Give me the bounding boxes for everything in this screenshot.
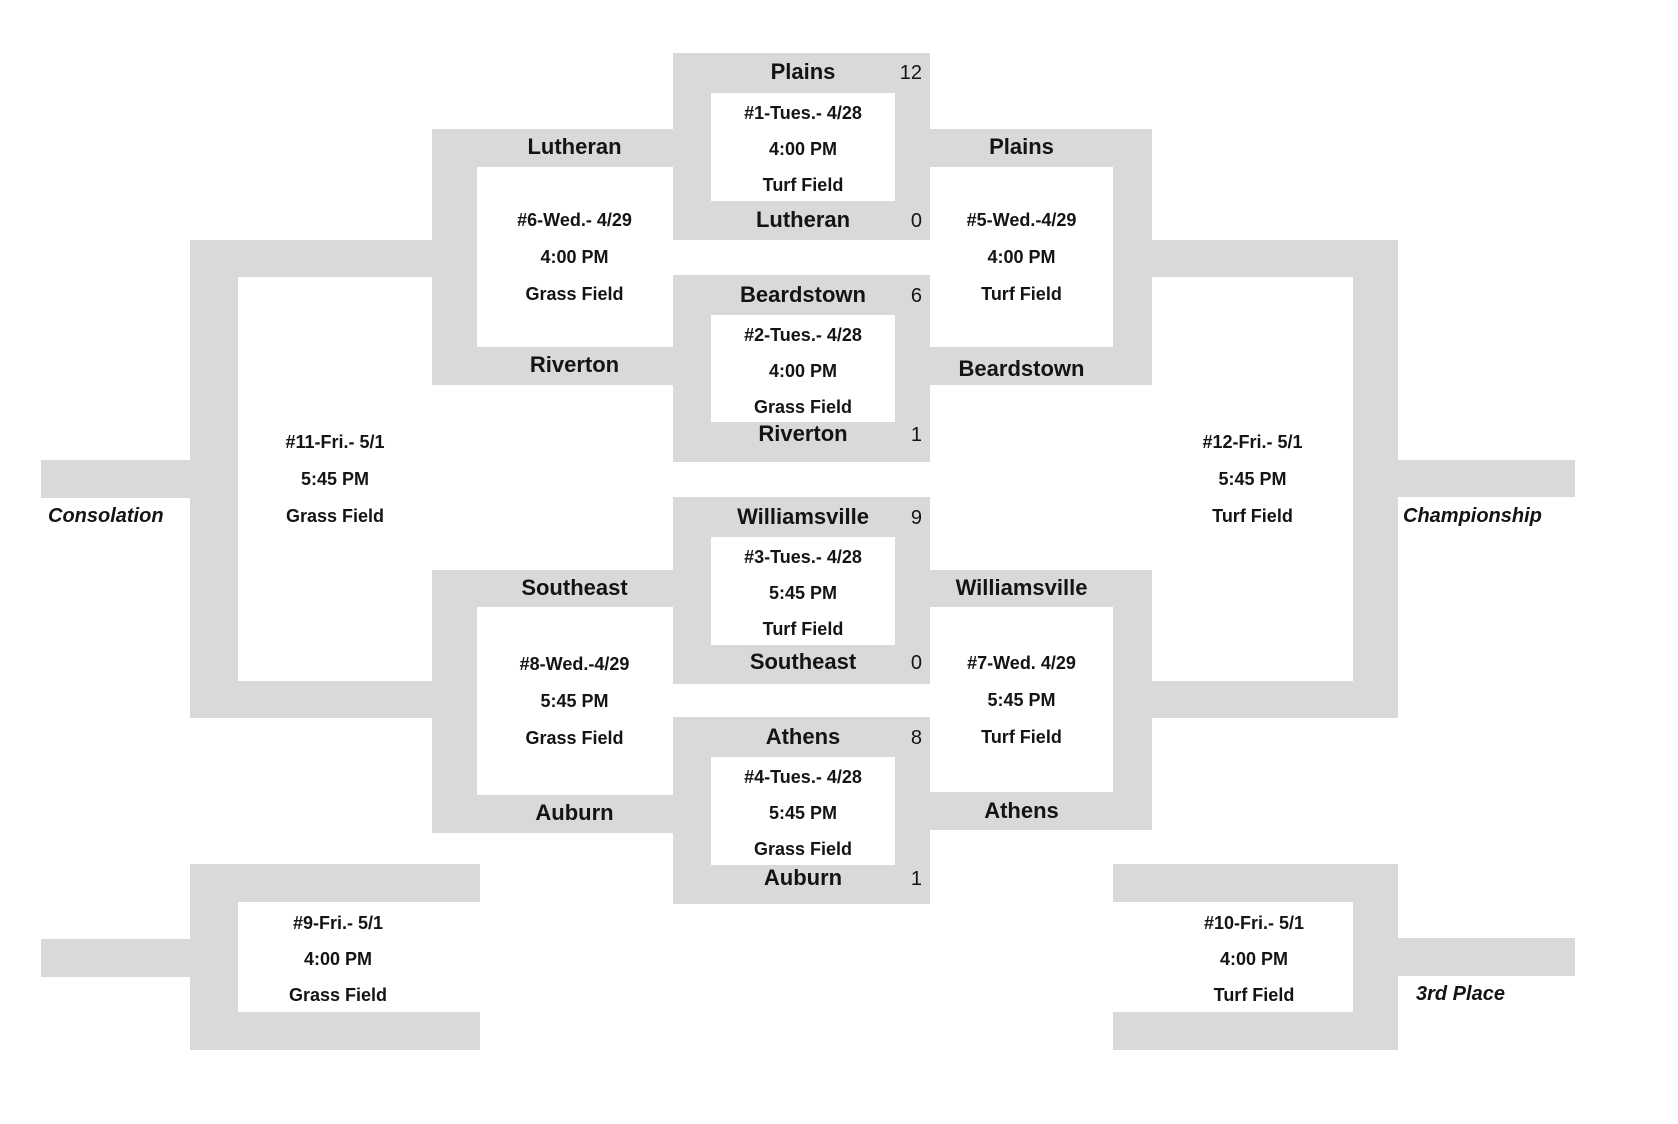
game8-schedule: #8-Wed.-4/29 <box>519 654 630 674</box>
game5-schedule: #5-Wed.-4/29 <box>966 210 1077 230</box>
game4-schedule: #4-Tues.- 4/28 <box>744 767 862 787</box>
game1-time: 4:00 PM <box>768 139 838 159</box>
game4-bottom-score: 1 <box>910 868 922 890</box>
game3-bottom-team: Southeast <box>749 649 857 674</box>
game6-schedule: #6-Wed.- 4/29 <box>517 210 632 230</box>
game3-info-box: #3-Tues.- 4/28 5:45 PM Turf Field <box>711 537 895 645</box>
game3-field: Turf Field <box>762 619 844 639</box>
championship-label: Championship <box>1403 505 1542 527</box>
game10-time: 4:00 PM <box>1219 949 1289 969</box>
game8-top-team: Southeast <box>521 575 628 600</box>
game7-field: Turf Field <box>981 726 1062 747</box>
game3-bottom-score: 0 <box>910 652 922 674</box>
game1-info-box: #1-Tues.- 4/28 4:00 PM Turf Field <box>711 93 895 201</box>
game2-schedule: #2-Tues.- 4/28 <box>744 324 862 345</box>
game6-time: 4:00 PM <box>540 247 609 267</box>
game7-bottom-team: Athens <box>984 798 1059 823</box>
game1-bottom-score: 0 <box>910 210 922 232</box>
championship-stub <box>1398 460 1575 497</box>
game5-bottom-connector <box>930 347 1152 385</box>
game2-top-team: Beardstown <box>740 282 866 307</box>
consolation-label: Consolation <box>48 505 164 527</box>
game5-info-box: #5-Wed.-4/29 4:00 PM Turf Field <box>930 167 1113 347</box>
game6-info-box: #6-Wed.- 4/29 4:00 PM Grass Field <box>477 167 672 347</box>
game4-info-box: #4-Tues.- 4/28 5:45 PM Grass Field <box>711 757 895 865</box>
game6-field: Grass Field <box>525 284 624 304</box>
game10-schedule: #10-Fri.- 5/1 <box>1203 913 1305 933</box>
game2-info-box: #2-Tues.- 4/28 4:00 PM Grass Field <box>711 315 895 422</box>
game6-bottom-connector <box>432 347 673 385</box>
game3-top-score: 9 <box>910 507 922 529</box>
game5-time: 4:00 PM <box>987 247 1056 267</box>
game12-top-connector <box>1113 240 1398 277</box>
game10-bottom-connector <box>1113 1012 1398 1050</box>
game1-schedule: #1-Tues.- 4/28 <box>744 103 862 123</box>
game12-schedule: #12-Fri.- 5/1 <box>1202 432 1303 452</box>
game4-field: Grass Field <box>753 839 853 859</box>
game8-top-connector <box>432 570 673 607</box>
game6-top-connector <box>432 129 673 167</box>
game5-field: Turf Field <box>981 284 1062 304</box>
game8-bottom-team: Auburn <box>535 800 614 825</box>
game2-bottom-team: Riverton <box>758 421 848 446</box>
game1-top-score: 12 <box>899 62 922 84</box>
game12-field: Turf Field <box>1212 506 1293 526</box>
game7-schedule: #7-Wed. 4/29 <box>967 652 1076 673</box>
game8-bottom-connector <box>432 795 673 833</box>
game7-info-box: #7-Wed. 4/29 5:45 PM Turf Field <box>930 607 1113 792</box>
game10-field: Turf Field <box>1213 985 1295 1005</box>
third-place-stub <box>1398 938 1575 976</box>
game4-top-score: 8 <box>910 727 922 749</box>
game9-time: 4:00 PM <box>303 949 373 969</box>
game6-top-team: Lutheran <box>527 134 622 159</box>
game2-field: Grass Field <box>753 396 853 417</box>
game2-time: 4:00 PM <box>768 360 838 381</box>
game5-bottom-team: Beardstown <box>958 356 1085 381</box>
game7-top-team: Williamsville <box>955 575 1088 600</box>
game9-schedule: #9-Fri.- 5/1 <box>292 913 384 933</box>
game11-top-connector <box>190 240 477 277</box>
game11-time: 5:45 PM <box>300 469 370 489</box>
game4-top-team: Athens <box>765 724 841 749</box>
game11-field: Grass Field <box>285 506 385 526</box>
game11-schedule: #11-Fri.- 5/1 <box>285 432 385 452</box>
game7-bottom-connector <box>930 792 1152 830</box>
game3-schedule: #3-Tues.- 4/28 <box>744 547 862 567</box>
game7-top-connector <box>930 570 1152 607</box>
game12-time: 5:45 PM <box>1218 469 1287 489</box>
consolation-stub <box>41 460 190 498</box>
game11-bracket-bar <box>190 240 238 718</box>
game6-bottom-team: Riverton <box>529 352 620 377</box>
game3-time: 5:45 PM <box>768 583 838 603</box>
game4-time: 5:45 PM <box>768 803 838 823</box>
game7-time: 5:45 PM <box>987 689 1056 710</box>
game8-time: 5:45 PM <box>540 691 609 711</box>
third-place-label: 3rd Place <box>1416 983 1505 1005</box>
game11-bottom-connector <box>190 681 477 718</box>
game2-bottom-score: 1 <box>910 424 922 446</box>
game12-bottom-connector <box>1113 681 1398 718</box>
game9-stub <box>41 939 190 977</box>
game9-field: Grass Field <box>288 985 388 1005</box>
game9-info-box: #9-Fri.- 5/1 4:00 PM Grass Field <box>238 902 480 1012</box>
game5-top-team: Plains <box>989 134 1054 159</box>
game8-info-box: #8-Wed.-4/29 5:45 PM Grass Field <box>477 607 672 795</box>
game10-info-box: #10-Fri.- 5/1 4:00 PM Turf Field <box>1113 902 1353 1012</box>
game2-top-score: 6 <box>910 285 922 307</box>
game1-bottom-team: Lutheran <box>755 207 851 232</box>
game4-bottom-team: Auburn <box>763 865 843 890</box>
game8-field: Grass Field <box>525 728 624 748</box>
game9-bottom-connector <box>190 1012 480 1050</box>
game12-bracket-bar <box>1353 240 1398 718</box>
game1-top-team: Plains <box>770 59 836 84</box>
game5-top-connector <box>930 129 1152 167</box>
game10-top-connector <box>1113 864 1398 902</box>
game3-top-team: Williamsville <box>737 504 869 529</box>
game12-info-box: #12-Fri.- 5/1 5:45 PM Turf Field <box>1152 277 1353 681</box>
game11-info-box: #11-Fri.- 5/1 5:45 PM Grass Field <box>238 277 432 681</box>
game1-field: Turf Field <box>762 175 844 195</box>
game9-top-connector <box>190 864 480 902</box>
